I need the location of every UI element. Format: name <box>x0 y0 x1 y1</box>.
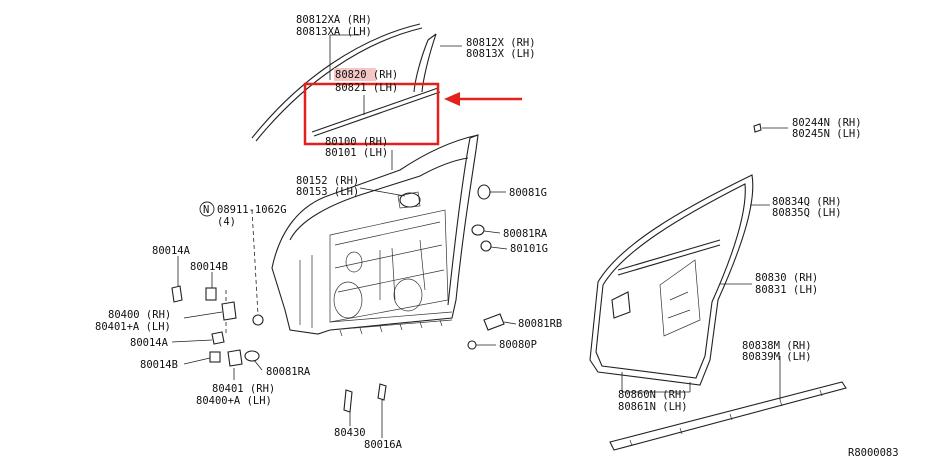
hardware-parts <box>171 123 762 413</box>
label-80430: 80430 <box>334 427 366 439</box>
label-08911-qty: (4) <box>217 216 236 228</box>
label-80081RA-bottom: 80081RA <box>266 366 311 378</box>
callout-arrow <box>444 92 522 106</box>
label-80152: 80152 (RH) <box>296 175 359 187</box>
outer-molding-80812XA <box>251 23 423 142</box>
label-80081G: 80081G <box>509 187 547 199</box>
leader-lines <box>171 34 788 438</box>
diagram-code: R8000083 <box>848 447 899 459</box>
label-80813XA: 80813XA (LH) <box>296 26 372 38</box>
label-80812X: 80812X (RH) <box>466 37 536 49</box>
label-80400: 80400 (RH) <box>108 309 171 321</box>
label-80839M: 80839M (LH) <box>742 351 812 363</box>
weatherstrip-80830 <box>589 174 754 386</box>
label-80014B-upper: 80014B <box>190 261 228 273</box>
label-80838M: 80838M (RH) <box>742 340 812 352</box>
label-highlight <box>334 68 376 81</box>
label-80830: 80830 (RH) <box>755 272 818 284</box>
label-80153: 80153 (LH) <box>296 186 359 198</box>
label-80831: 80831 (LH) <box>755 284 818 296</box>
label-80400A: 80400+A (LH) <box>196 395 272 407</box>
label-80834Q: 80834Q (RH) <box>772 196 842 208</box>
label-80821: 80821 (LH) <box>335 82 398 94</box>
label-80813X: 80813X (LH) <box>466 48 536 60</box>
circle-n-marker <box>199 201 215 217</box>
label-80016A: 80016A <box>364 439 403 451</box>
label-80014A-lower: 80014A <box>130 337 169 349</box>
label-80014B-lower: 80014B <box>140 359 178 371</box>
label-80401A: 80401+A (LH) <box>95 321 171 333</box>
label-80014A-upper: 80014A <box>152 245 191 257</box>
label-80835Q: 80835Q (LH) <box>772 207 842 219</box>
label-80080P: 80080P <box>499 339 537 351</box>
circle-n-letter: N <box>203 204 209 216</box>
label-80101: 80101 (LH) <box>325 147 388 159</box>
label-80100: 80100 (RH) <box>325 136 388 148</box>
label-80081RA: 80081RA <box>503 228 548 240</box>
label-80101G: 80101G <box>510 243 548 255</box>
sash-molding-80812X <box>413 33 437 93</box>
sill-molding-80838M <box>609 381 847 451</box>
label-80820: 80820 (RH) <box>335 69 398 81</box>
label-80401: 80401 (RH) <box>212 383 275 395</box>
label-80081RB: 80081RB <box>518 318 562 330</box>
label-80860N: 80860N (RH) <box>618 389 688 401</box>
label-80812XA: 80812XA (RH) <box>296 14 372 26</box>
label-80244N: 80244N (RH) <box>792 117 862 129</box>
highlight-box <box>303 82 440 146</box>
door-shell-80100 <box>271 134 479 337</box>
label-80245N: 80245N (LH) <box>792 128 862 140</box>
belt-molding-80820 <box>311 87 441 137</box>
label-80861N: 80861N (LH) <box>618 401 688 413</box>
label-08911: 08911-1062G <box>217 204 287 216</box>
